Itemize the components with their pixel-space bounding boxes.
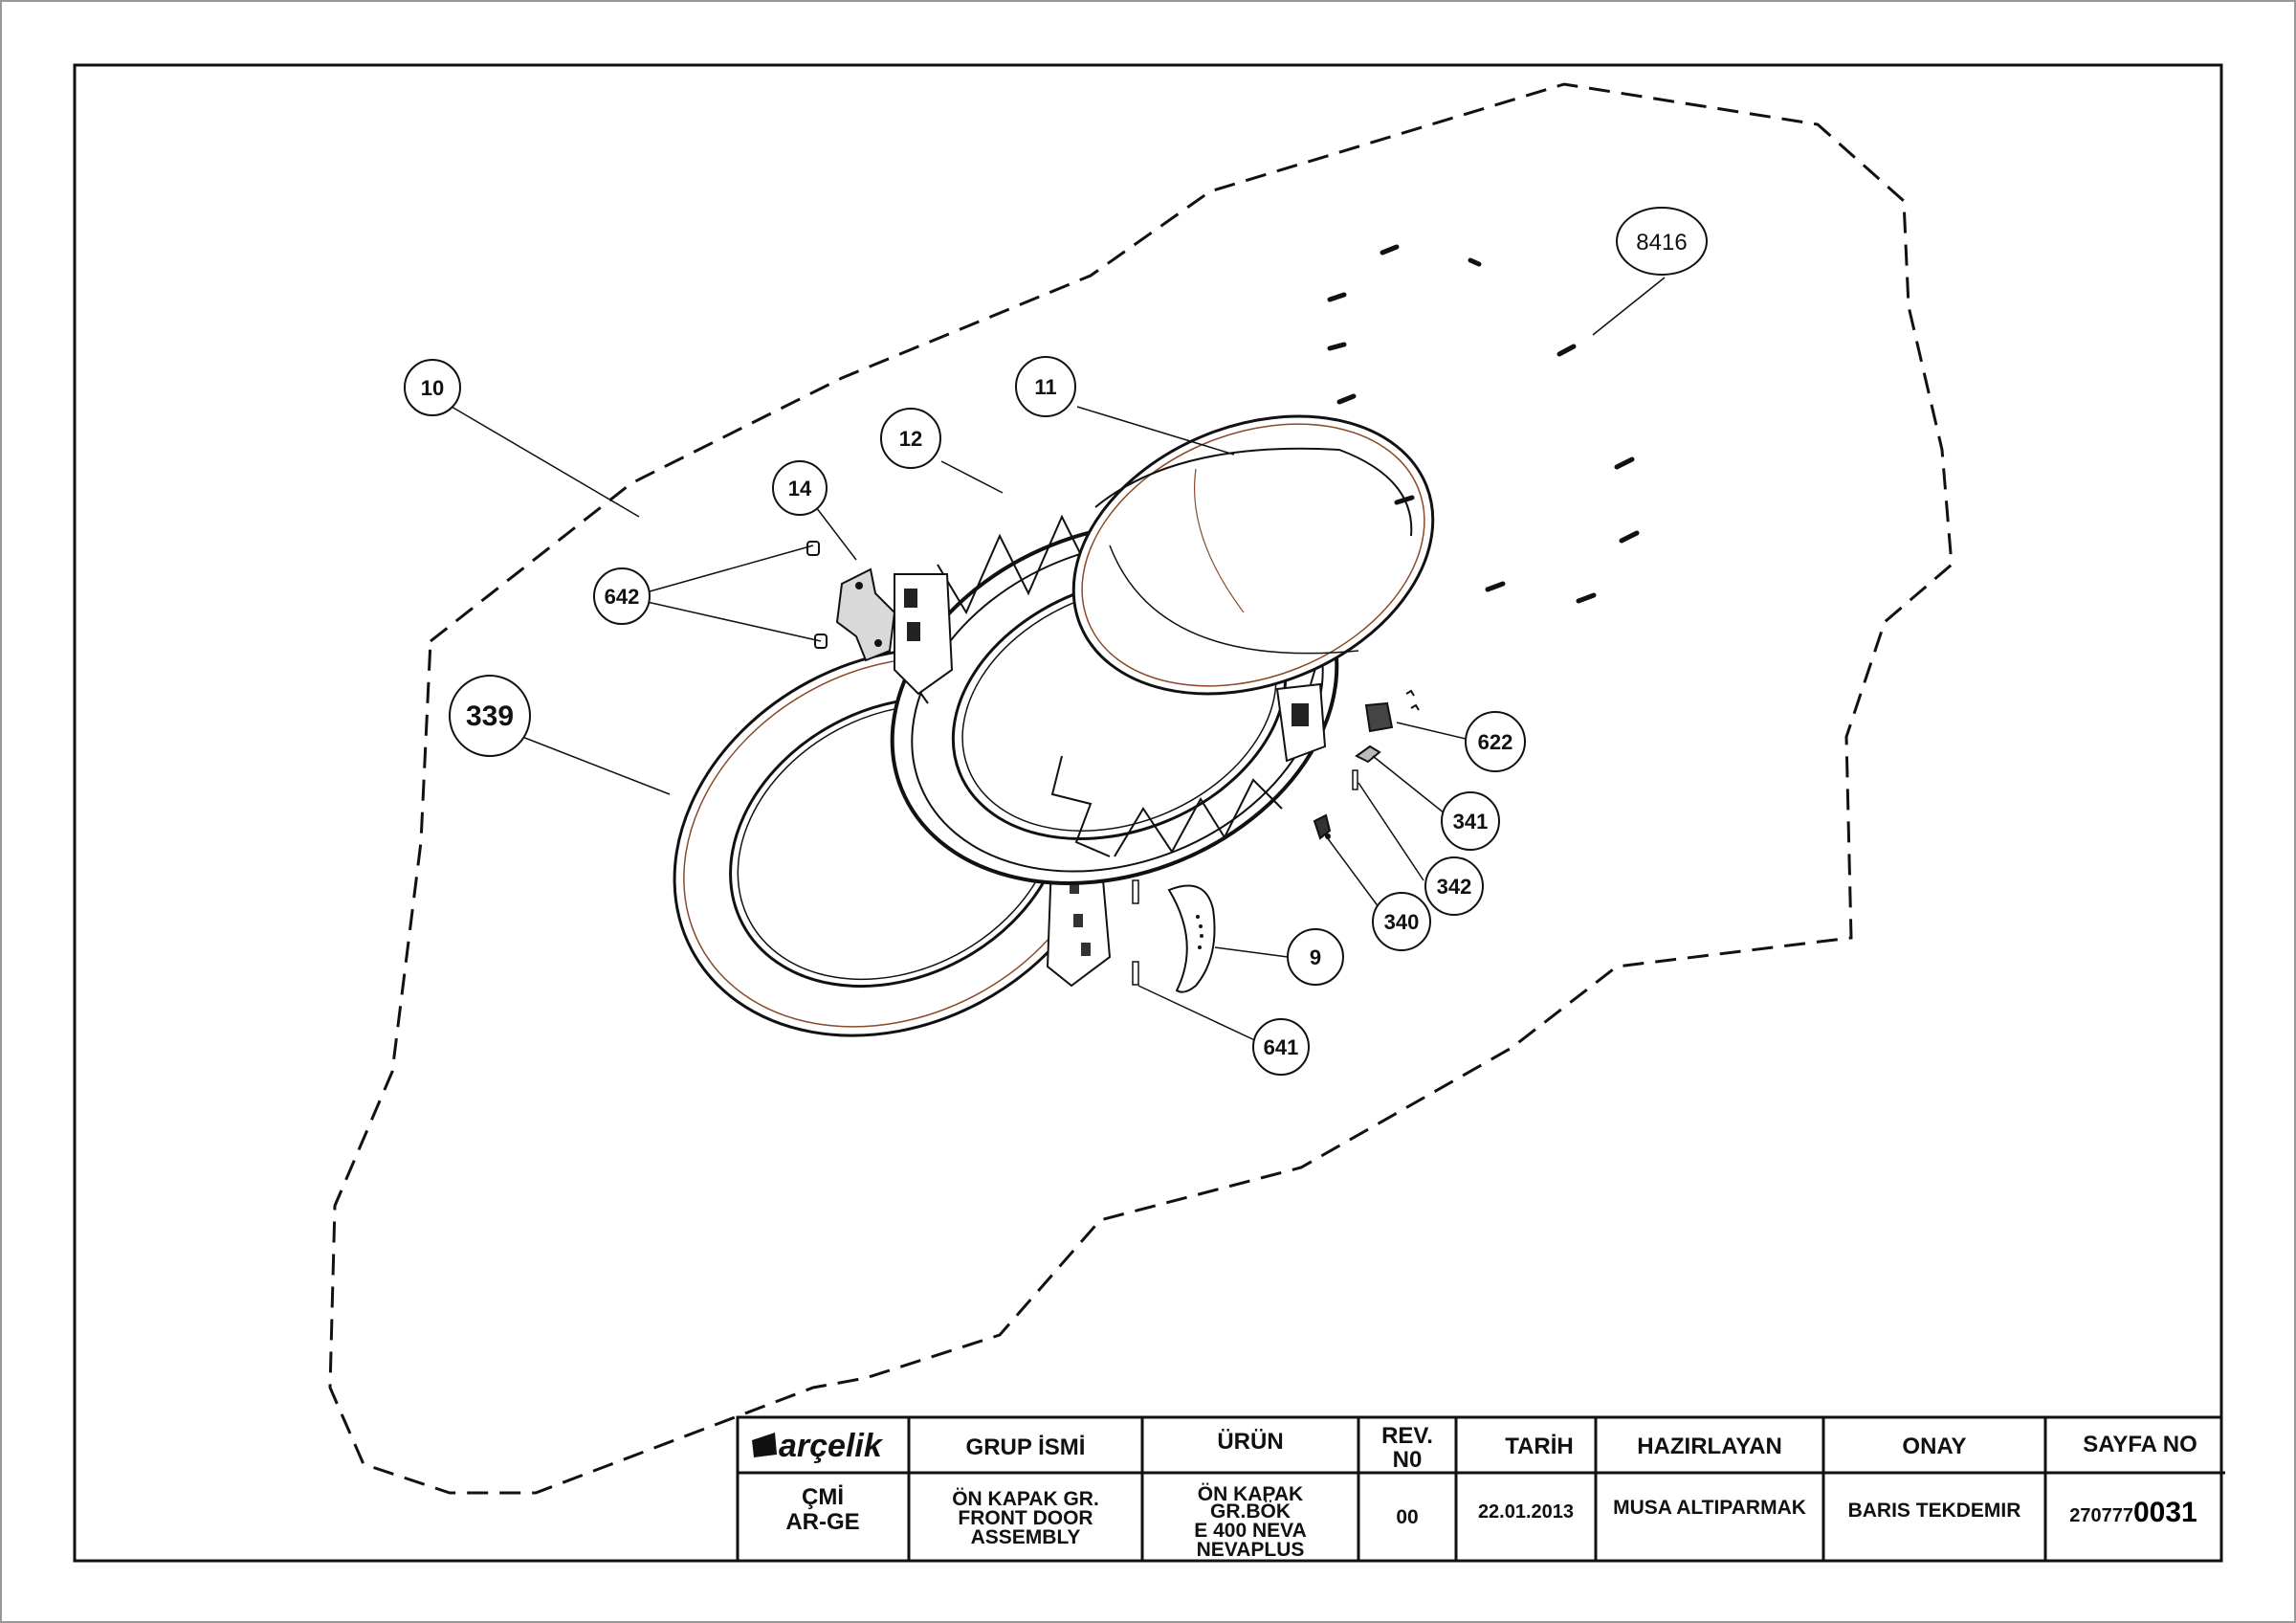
date-value: 22.01.2013 — [1478, 1501, 1574, 1523]
leader-lines — [451, 277, 1666, 1044]
rev-value: 00 — [1396, 1506, 1418, 1528]
product-line4: NEVAPLUS — [1197, 1539, 1305, 1561]
callout-9: 9 — [1287, 928, 1344, 986]
callout-622: 622 — [1465, 711, 1526, 772]
pin-641-bottom — [1132, 961, 1139, 986]
svg-text:12: 12 — [899, 427, 922, 451]
callout-10: 10 — [404, 359, 461, 416]
svg-text:340: 340 — [1384, 910, 1420, 934]
callout-641: 641 — [1252, 1018, 1310, 1076]
svg-text:342: 342 — [1437, 875, 1472, 899]
callout-341: 341 — [1441, 791, 1500, 851]
callout-12: 12 — [880, 408, 941, 469]
assembly-boundary-dashed — [328, 82, 1954, 1495]
callout-340: 340 — [1372, 892, 1431, 951]
header-page: SAYFA NO — [2083, 1432, 2197, 1457]
svg-text:8416: 8416 — [1636, 230, 1687, 256]
callout-14: 14 — [772, 460, 828, 516]
header-rev-line1: REV. — [1381, 1423, 1433, 1449]
svg-text:11: 11 — [1034, 375, 1056, 399]
dept-line1: ÇMİ — [802, 1484, 844, 1510]
callout-339: 339 — [449, 675, 531, 757]
approved-by-value: BARIS TEKDEMIR — [1848, 1500, 2021, 1522]
product-line3: E 400 NEVA — [1194, 1520, 1307, 1542]
svg-text:641: 641 — [1264, 1035, 1299, 1059]
lock-lever-340 — [1313, 813, 1332, 840]
callout-11: 11 — [1015, 356, 1076, 417]
svg-text:10: 10 — [421, 376, 444, 400]
dept-line2: AR-GE — [785, 1509, 859, 1535]
prepared-by-value: MUSA ALTIPARMAK — [1613, 1497, 1806, 1519]
page-number-value: 2707770031 — [2069, 1497, 2197, 1528]
svg-text:14: 14 — [788, 477, 812, 500]
glass-bowl-11 — [1071, 414, 1435, 696]
svg-text:arçelik: arçelik — [779, 1428, 884, 1464]
callout-642: 642 — [593, 567, 651, 625]
title-block: arçelik GRUP İSMİ ÜRÜN REV. N0 TARİH HAZ… — [736, 1415, 2225, 1563]
hinge-14 — [835, 567, 896, 662]
pin-641-top — [1132, 879, 1139, 904]
lock-latch-622 — [1364, 689, 1420, 733]
callout-8416: 8416 — [1616, 207, 1708, 276]
svg-text:339: 339 — [466, 700, 514, 732]
header-product: ÜRÜN — [1217, 1429, 1283, 1455]
page-number-prefix: 270777 — [2069, 1505, 2133, 1526]
header-approved: ONAY — [1902, 1434, 1966, 1459]
svg-text:9: 9 — [1310, 945, 1321, 969]
header-rev-line2: N0 — [1393, 1447, 1423, 1473]
group-line3: ASSEMBLY — [971, 1526, 1081, 1548]
group-line2: FRONT DOOR — [958, 1507, 1093, 1529]
group-line1: ÖN KAPAK GR. — [952, 1488, 1099, 1510]
header-group: GRUP İSMİ — [966, 1434, 1086, 1460]
header-prepared: HAZIRLAYAN — [1637, 1434, 1782, 1459]
page-number-suffix: 0031 — [2133, 1497, 2197, 1528]
handle-9 — [1167, 884, 1216, 993]
product-line1: ÖN KAPAK — [1198, 1483, 1303, 1505]
callout-342: 342 — [1424, 856, 1484, 916]
header-date: TARİH — [1505, 1434, 1574, 1459]
svg-text:341: 341 — [1453, 810, 1489, 834]
screw-set-8416 — [1327, 244, 1640, 604]
lock-spring-341 — [1355, 745, 1381, 764]
lock-pin-342 — [1352, 769, 1358, 790]
bushing-642-top — [806, 541, 820, 556]
arcelik-logo: arçelik — [752, 1428, 884, 1464]
svg-text:642: 642 — [605, 585, 640, 609]
product-line2: GR.BÖK — [1210, 1501, 1291, 1523]
svg-text:622: 622 — [1478, 730, 1513, 754]
